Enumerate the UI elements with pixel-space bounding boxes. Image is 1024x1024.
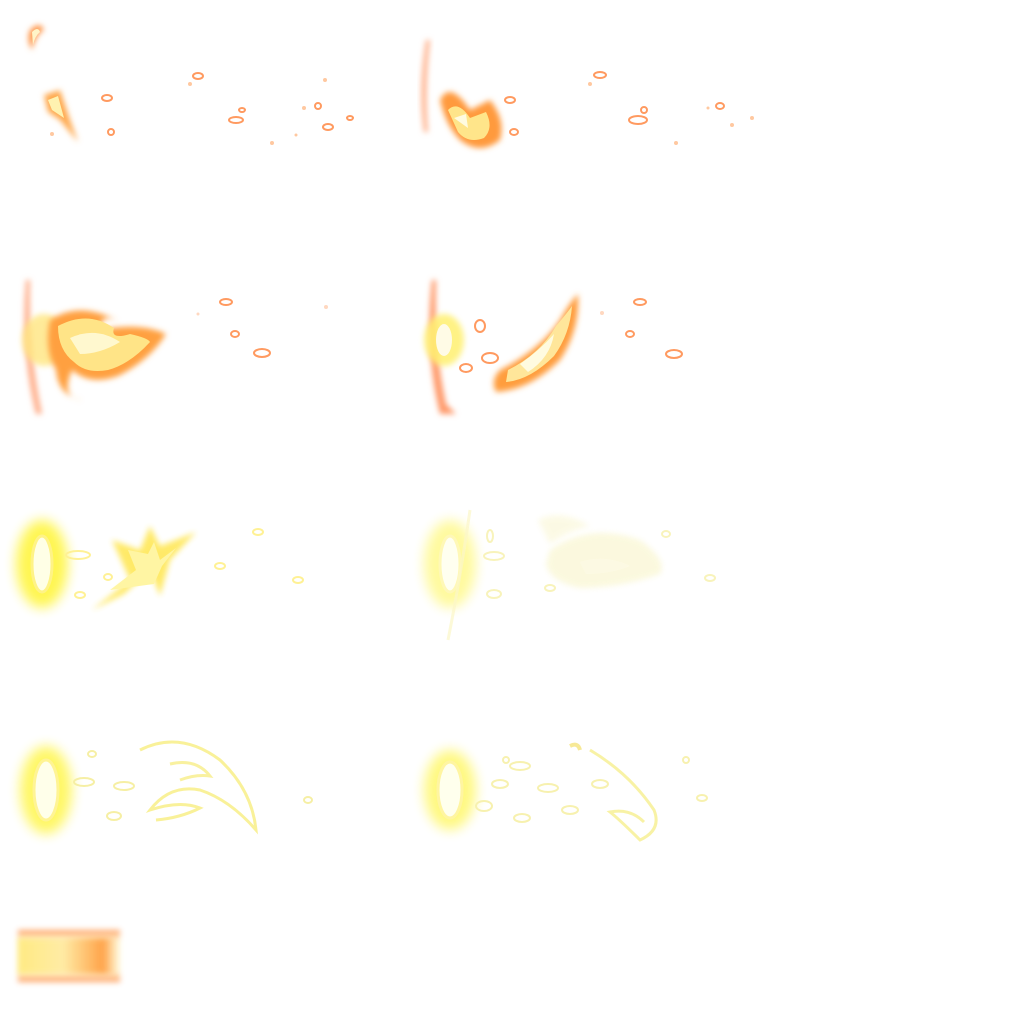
- sprite-frame-7: [20, 740, 313, 835]
- flame-burst-icon: [421, 40, 502, 148]
- sprite-frame-4: [424, 280, 683, 414]
- sprite-frame-2: [421, 40, 754, 148]
- sprite-frame-8: [424, 742, 708, 842]
- glow-strip-icon: [18, 930, 120, 982]
- flame-spark-icon: [28, 25, 78, 142]
- flame-wave-icon: [22, 280, 166, 414]
- sprite-frame-5: [16, 520, 304, 610]
- sprite-frame-1: [28, 25, 354, 145]
- yellow-flare-icon: [16, 520, 196, 610]
- sprite-frame-9: [18, 930, 120, 982]
- yellow-flare-icon: [424, 509, 662, 641]
- flame-wing-icon: [424, 280, 579, 414]
- sprite-frame-6: [424, 509, 716, 641]
- swirl-outline-icon: [424, 742, 658, 842]
- swirl-outline-icon: [20, 740, 258, 835]
- sprite-frame-3: [22, 280, 328, 414]
